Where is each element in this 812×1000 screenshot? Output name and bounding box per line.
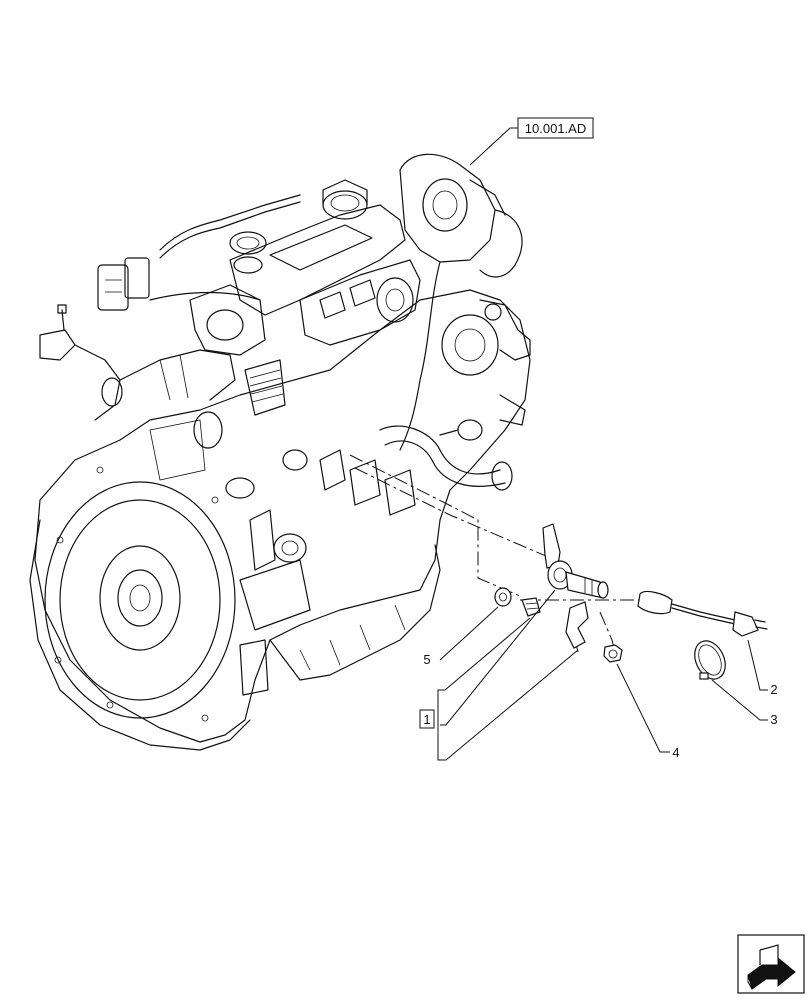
leader-lines: [439, 127, 768, 761]
svg-text:1: 1: [423, 712, 430, 727]
callout-2: 2: [770, 682, 777, 697]
svg-text:4: 4: [672, 745, 679, 760]
part-bracket-clip: [565, 601, 589, 649]
callout-1-bracket: [437, 689, 444, 761]
svg-text:3: 3: [770, 712, 777, 727]
engine-assembly: [29, 153, 531, 751]
part-sensor-plug: [521, 597, 541, 617]
reference-label: 10.001.AD: [517, 117, 594, 139]
callout-4: 4: [672, 745, 679, 760]
callout-5: 5: [423, 652, 430, 667]
part-block-heater: [542, 523, 609, 599]
part-5-washer: [494, 587, 512, 607]
svg-text:2: 2: [770, 682, 777, 697]
next-page-arrow-icon[interactable]: [737, 934, 805, 994]
callout-1: 1: [419, 709, 435, 729]
part-4-nut: [603, 644, 623, 663]
part-2-heater-cord: [637, 590, 768, 637]
callout-3: 3: [770, 712, 777, 727]
svg-text:5: 5: [423, 652, 430, 667]
part-3-cable-tie: [694, 640, 726, 680]
svg-text:10.001.AD: 10.001.AD: [525, 121, 586, 136]
